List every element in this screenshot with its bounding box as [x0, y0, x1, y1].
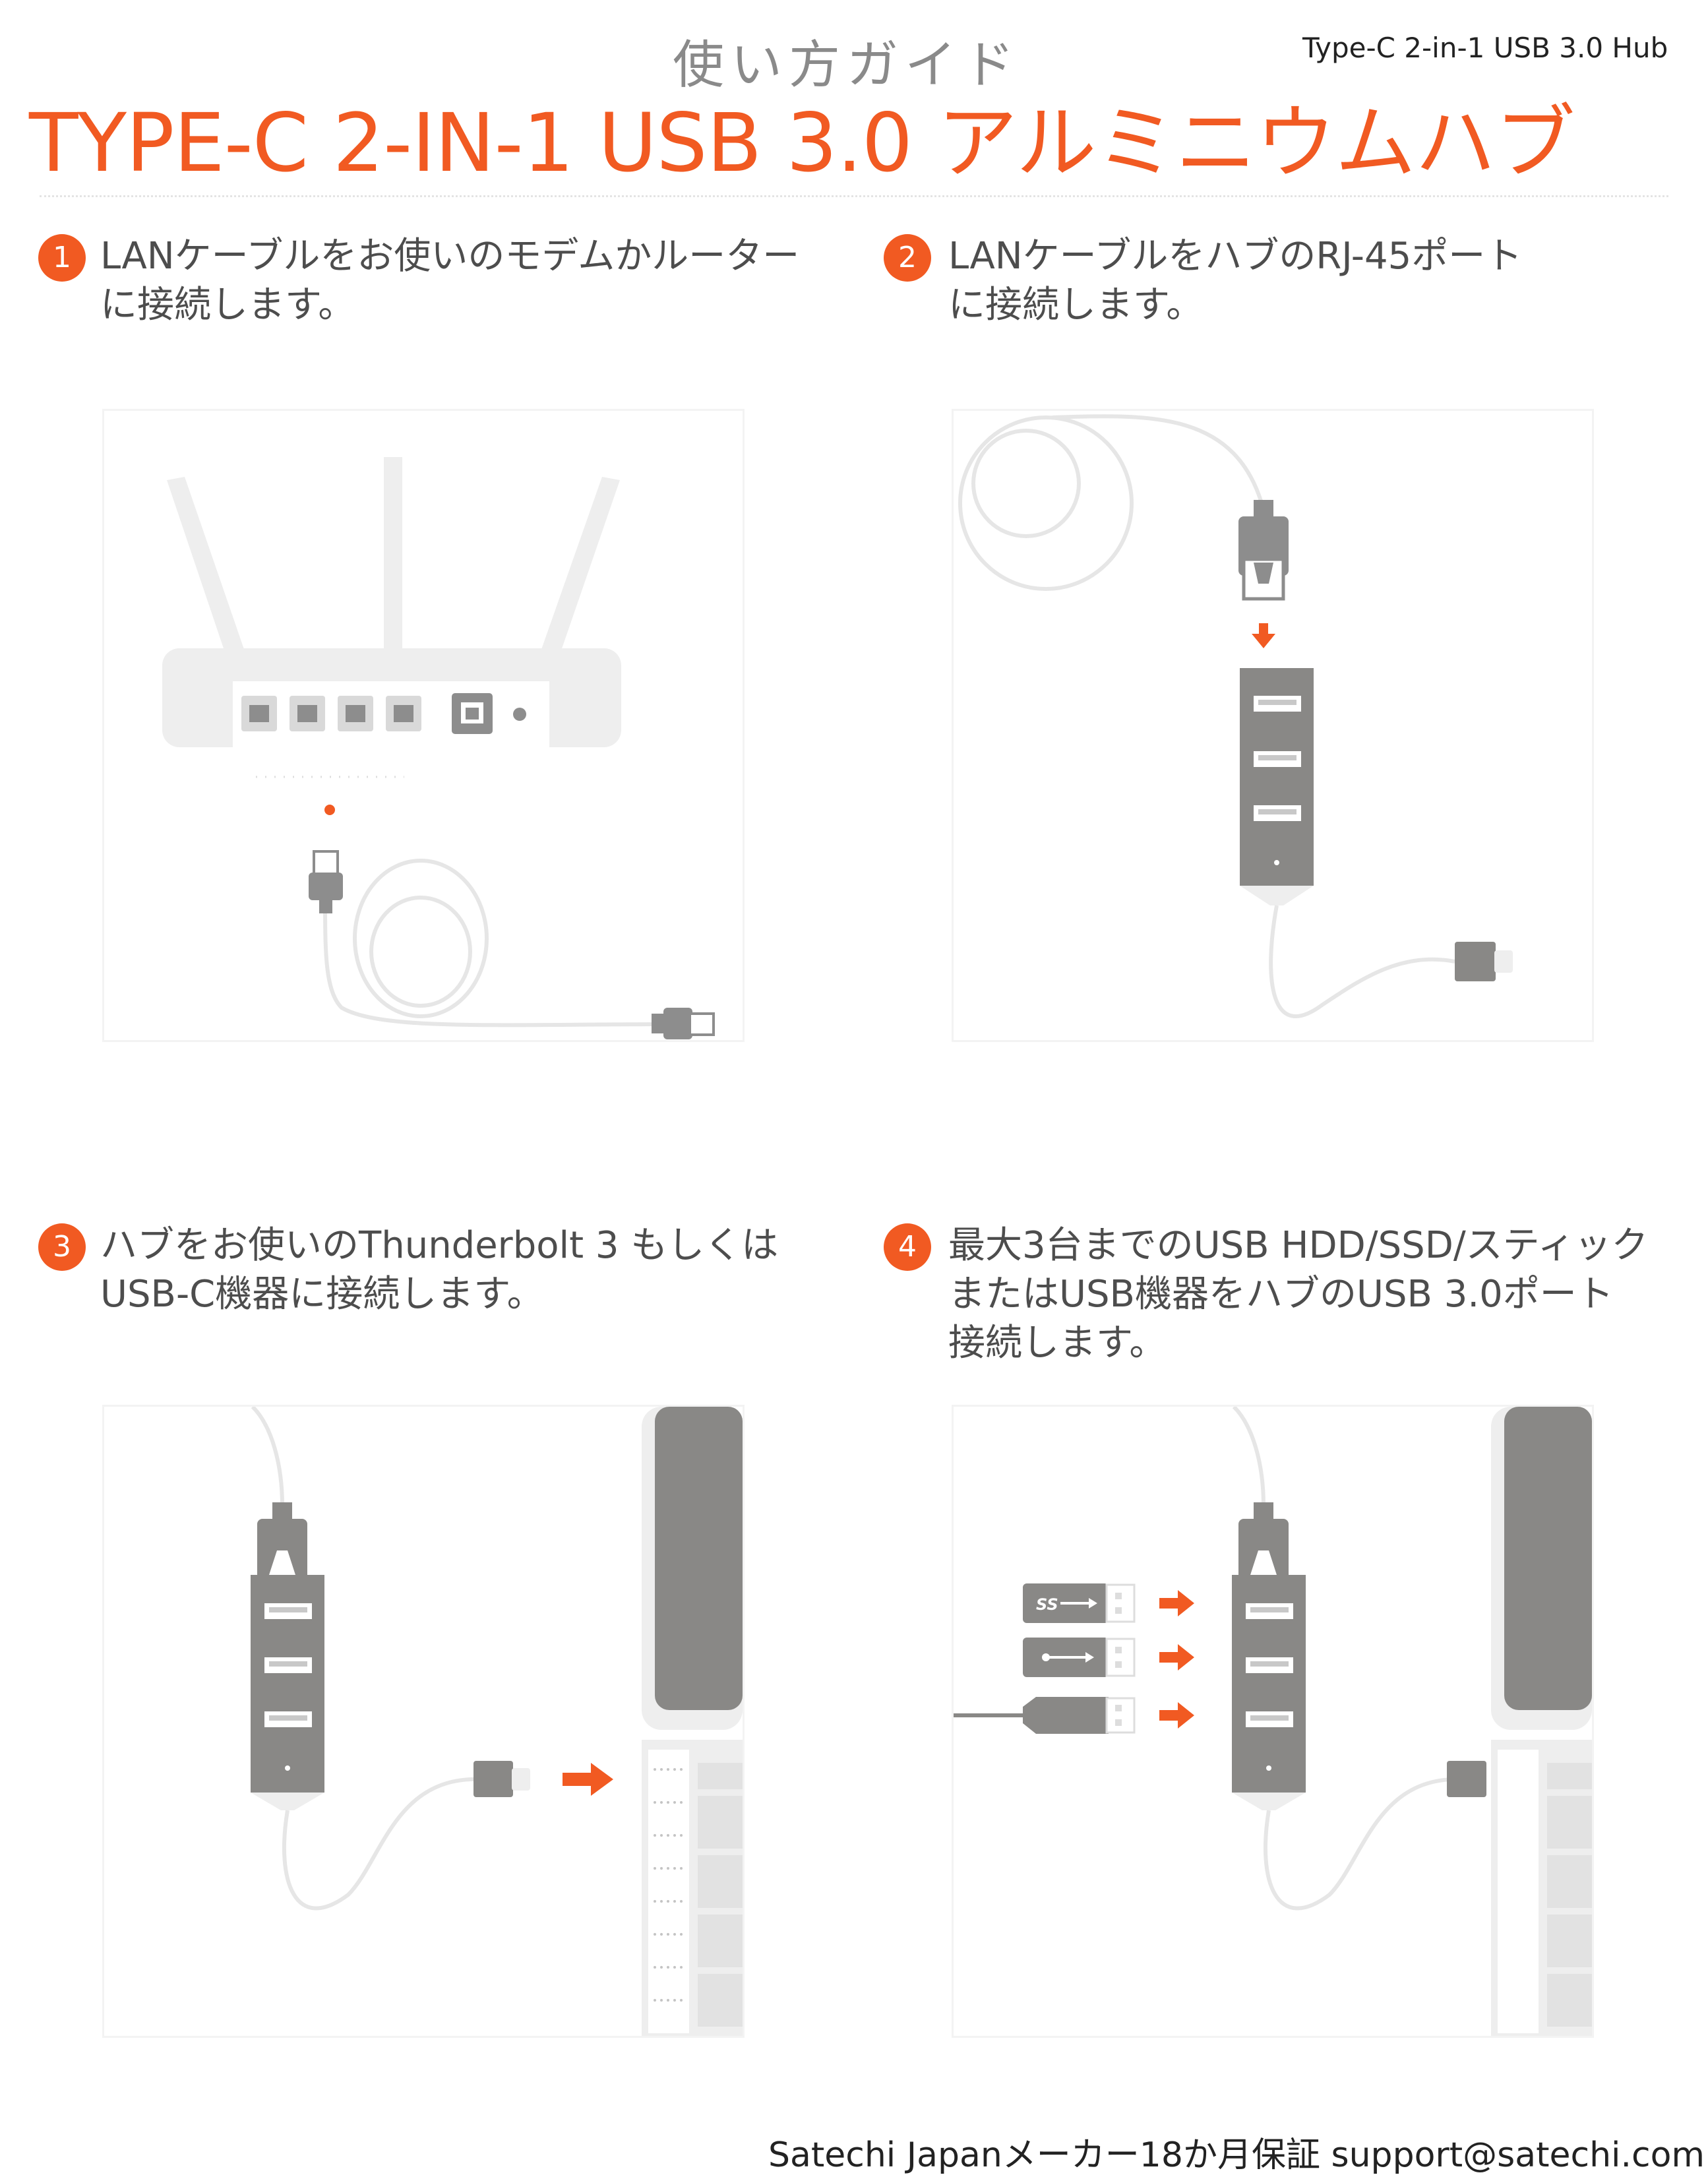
- router-illustration: [102, 409, 745, 1042]
- step-3-text: ハブをお使いのThunderbolt 3 もしくは USB-C機器に接続します。: [100, 1221, 778, 1319]
- step-2-text: LANケーブルをハブのRJ-45ポート に接続します。: [948, 232, 1522, 330]
- arrow-right-icon: [1159, 1702, 1194, 1729]
- step-1-number: 1: [38, 234, 86, 282]
- hub-laptop-illustration: [102, 1405, 745, 2038]
- router-antenna-right: [539, 477, 620, 656]
- step-3-number: 3: [38, 1223, 86, 1271]
- product-tag: Type-C 2-in-1 USB 3.0 Hub: [1302, 32, 1668, 64]
- rj45-plug-icon: [1238, 1502, 1289, 1585]
- step-2-line-1: LANケーブルをハブのRJ-45ポート: [948, 235, 1523, 278]
- guide-subtitle: 使い方ガイド: [673, 36, 1022, 95]
- usb3-stick-icon: SS: [1023, 1583, 1136, 1623]
- footer-warranty-contact: Satechi Japanメーカー18か月保証 support@satechi.…: [768, 2135, 1705, 2175]
- insert-indicator-dot: [324, 805, 335, 815]
- usb-c-plug-icon: [1455, 942, 1513, 981]
- usb-hub: [1232, 1575, 1306, 1810]
- laptop-icon: [642, 1407, 743, 2036]
- svg-text:SS: SS: [1036, 1595, 1058, 1614]
- arrow-right-icon: [1159, 1644, 1194, 1671]
- lan-cable: [1052, 414, 1266, 510]
- laptop-speaker-grille: [654, 1768, 683, 2002]
- rj45-plug-end-icon: [652, 1008, 715, 1039]
- step-1-line-2: に接続します。: [100, 284, 355, 326]
- rj45-plug-icon: [1238, 500, 1289, 601]
- step-2-number: 2: [884, 234, 931, 282]
- arrow-right-icon: [1159, 1590, 1194, 1616]
- router-led: [513, 708, 526, 721]
- usb-hub: [1240, 668, 1314, 905]
- usb-stick-icon: [1023, 1638, 1136, 1677]
- arrow-right-icon: [563, 1763, 613, 1796]
- usb-cable-plug-icon: [954, 1697, 1136, 1734]
- router-antenna-center: [384, 457, 402, 655]
- usb-c-cable: [1264, 1777, 1462, 1911]
- step-4-line-1: 最大3台までのUSB HDD/SSD/スティック: [948, 1224, 1649, 1267]
- step-2-line-2: に接続します。: [948, 284, 1204, 326]
- usb-c-plug-icon: [473, 1761, 530, 1797]
- usb-c-cable: [282, 1777, 481, 1911]
- hub-lan-illustration: [952, 409, 1594, 1042]
- page-title: TYPE-C 2-IN-1 USB 3.0 アルミニウムハブ: [29, 96, 1575, 190]
- rj45-plug-icon: [257, 1502, 307, 1585]
- lan-cable: [323, 898, 672, 1027]
- router-antenna-left: [167, 477, 246, 656]
- step-1-text: LANケーブルをお使いのモデムかルーター に接続します。: [100, 232, 799, 330]
- laptop-icon: [1491, 1407, 1592, 2036]
- hub-usb-devices-illustration: SS: [952, 1405, 1594, 2038]
- step-4-text: 最大3台までのUSB HDD/SSD/スティック またはUSB機器をハブのUSB…: [948, 1221, 1648, 1368]
- step-4-line-3: 接続します。: [948, 1322, 1167, 1364]
- step-4-line-2: またはUSB機器をハブのUSB 3.0ポート: [948, 1273, 1614, 1316]
- usb-c-cable: [1269, 905, 1455, 1018]
- arrow-down-icon: [1252, 623, 1275, 648]
- usb-c-plug-icon: [1447, 1761, 1486, 1797]
- router-wan-port: [452, 693, 493, 734]
- step-3-line-1: ハブをお使いのThunderbolt 3 もしくは: [100, 1224, 779, 1267]
- step-4-number: 4: [884, 1223, 931, 1271]
- router-lan-ports: [241, 696, 421, 731]
- usb-hub: [251, 1575, 324, 1810]
- step-3-line-2: USB-C機器に接続します。: [100, 1273, 544, 1316]
- step-1-line-1: LANケーブルをお使いのモデムかルーター: [100, 235, 800, 278]
- header-divider: [40, 195, 1668, 197]
- rj45-plug-icon: [309, 850, 343, 913]
